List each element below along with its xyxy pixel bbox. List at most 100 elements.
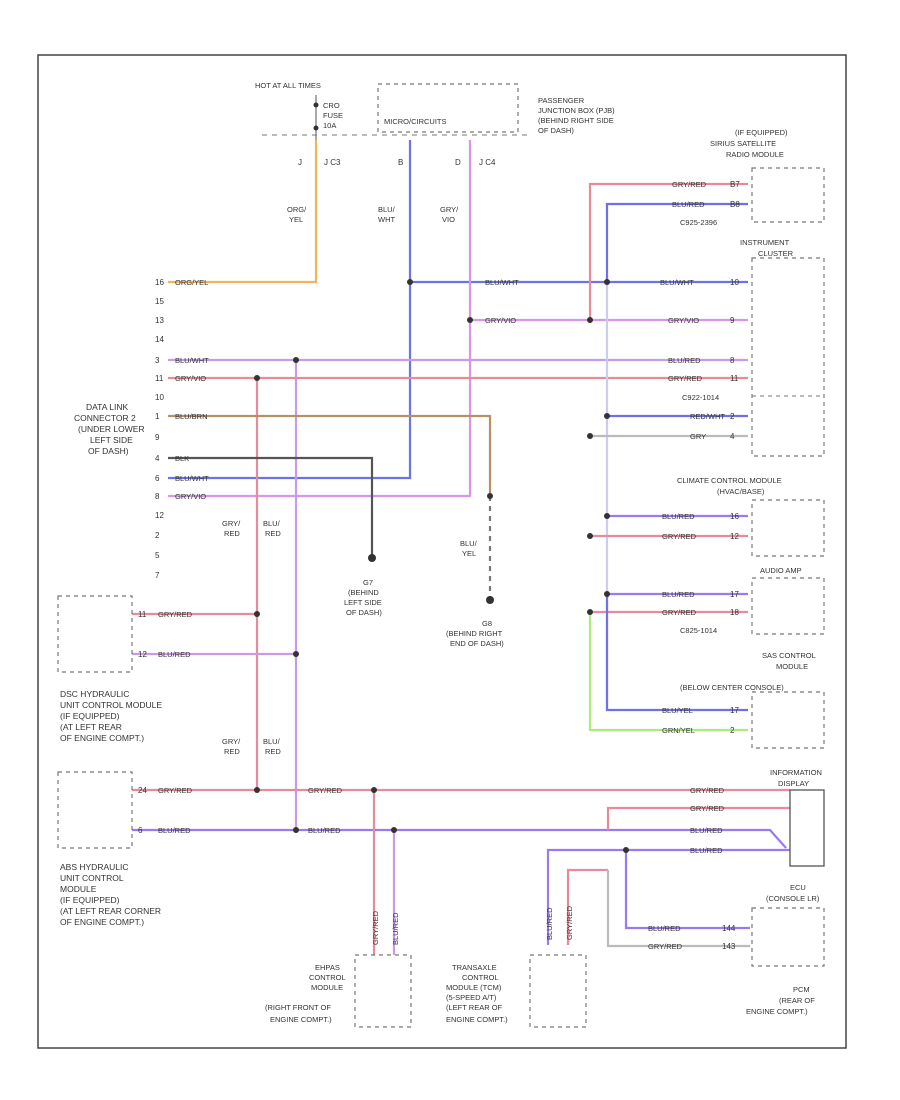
ic-pin-b: 9 (730, 316, 735, 325)
sas-label-3: (BELOW CENTER CONSOLE) (680, 683, 784, 692)
bottom-code-blu-red: BLU/RED (308, 826, 341, 835)
ic-code-a: BLU/WHT (660, 278, 694, 287)
ehpas-module-box (354, 954, 412, 1028)
fuse-label-2: FUSE (323, 111, 343, 120)
pjb-label-1: PASSENGER (538, 96, 585, 105)
ecu-label-2: (CONSOLE LR) (766, 894, 820, 903)
wire-label-org-yel-1: ORG/ (287, 205, 307, 214)
audio-amp-box (751, 577, 825, 635)
svg-text:9: 9 (155, 433, 160, 442)
ground-g8-dot (486, 596, 494, 604)
g7-label-1: G7 (363, 578, 373, 587)
sdars-label-3: RADIO MODULE (726, 150, 784, 159)
abs-label-3: MODULE (60, 884, 97, 894)
dlc-label-1: DATA LINK (86, 402, 129, 412)
sdars-connector: C925-2396 (680, 218, 717, 227)
ehpas-code-a: GRY/RED (371, 910, 380, 945)
wire-label-gry-vio-2: VIO (442, 215, 455, 224)
tcm-label-3: MODULE (TCM) (446, 983, 502, 992)
splice-points (254, 279, 629, 853)
abs-label-4: (IF EQUIPPED) (60, 895, 120, 905)
pjb-label-3: (BEHIND RIGHT SIDE (538, 116, 614, 125)
climate-control-box (751, 499, 825, 557)
dsc-label-2: UNIT CONTROL MODULE (60, 700, 162, 710)
ic-pin-f: 4 (730, 432, 735, 441)
gry-red-label-2: RED (224, 529, 240, 538)
ic-pin-a: 10 (730, 278, 739, 287)
fuse-label-1: CRO (323, 101, 340, 110)
sdars-pin-a: B7 (730, 180, 740, 189)
svg-text:11: 11 (155, 374, 164, 383)
fuse-symbol (313, 95, 319, 140)
audio-label: AUDIO AMP (760, 566, 802, 575)
info-code-d: BLU/RED (690, 846, 723, 855)
ccm-pin-a: 16 (730, 512, 739, 521)
pjb-label-2: JUNCTION BOX (PJB) (538, 106, 615, 115)
ic-code-c: BLU/RED (668, 356, 701, 365)
dsc-pin-b: 12 (138, 650, 147, 659)
pcm-label-3: ENGINE COMPT.) (746, 1007, 808, 1016)
svg-text:BLU/WHT: BLU/WHT (485, 278, 519, 287)
pjb-micro-circuits-box (377, 83, 519, 133)
svg-text:8: 8 (155, 492, 160, 501)
dlc-pin-column: 16 15 13 14 3 11 10 1 9 4 6 8 12 2 5 7 (155, 278, 164, 580)
ehpas-label-3: MODULE (311, 983, 343, 992)
pcm-code-b: GRY/RED (648, 942, 683, 951)
sas-code-b: GRN/YEL (662, 726, 695, 735)
abs-code-b: BLU/RED (158, 826, 191, 835)
wire-blu-brn (168, 414, 492, 496)
g7-label-3: LEFT SIDE (344, 598, 382, 607)
ehpas-label-2: CONTROL (309, 973, 346, 982)
ic-label-2: CLUSTER (758, 249, 794, 258)
ic-pin-d: 11 (730, 374, 739, 383)
sdars-label-2: SIRIUS SATELLITE (710, 139, 776, 148)
wire-blu-wht-pjb (168, 140, 412, 480)
abs-module-box (57, 771, 133, 849)
svg-text:15: 15 (155, 297, 164, 306)
dsc-module-box (57, 595, 133, 673)
dsc-label-4: (AT LEFT REAR (60, 722, 122, 732)
ccm-pin-b: 12 (730, 532, 739, 541)
wire-sdars-blu (605, 202, 748, 282)
ic-code-d: GRY/RED (668, 374, 703, 383)
svg-text:2: 2 (155, 531, 160, 540)
g8-label-3: END OF DASH) (450, 639, 504, 648)
blu-yel-label-2: YEL (462, 549, 476, 558)
blu-red-label-3: BLU/ (263, 737, 281, 746)
sas-label-2: MODULE (776, 662, 808, 671)
wire-gry-vio-pjb (168, 140, 472, 498)
g7-label-4: OF DASH) (346, 608, 382, 617)
wire-bottom-blu-red (132, 828, 787, 849)
wire-blk-g7 (168, 456, 374, 555)
ehpas-label-4: (RIGHT FRONT OF (265, 1003, 331, 1012)
tcm-label-6: ENGINE COMPT.) (446, 1015, 508, 1024)
tcm-module-box (529, 954, 587, 1028)
svg-text:7: 7 (155, 571, 160, 580)
svg-text:1: 1 (155, 412, 160, 421)
svg-text:BLU/WHT: BLU/WHT (175, 356, 209, 365)
wire-pcm-gry-red2 (566, 868, 608, 945)
diagram-frame (37, 54, 847, 1049)
dlc-label-2: CONNECTOR 2 (74, 413, 136, 423)
svg-text:ORG/YEL: ORG/YEL (175, 278, 208, 287)
pin-b: B (398, 158, 403, 167)
svg-text:GRY/VIO: GRY/VIO (485, 316, 516, 325)
svg-text:13: 13 (155, 316, 164, 325)
abs-pin-b: 6 (138, 826, 143, 835)
sas-label-1: SAS CONTROL (762, 651, 816, 660)
ic-pin-e: 2 (730, 412, 735, 421)
ehpas-label-1: EHPAS (315, 963, 340, 972)
blu-red-label-1: BLU/ (263, 519, 281, 528)
g8-label-2: (BEHIND RIGHT (446, 629, 503, 638)
abs-label-2: UNIT CONTROL (60, 873, 124, 883)
tcm-code-a: BLU/RED (545, 907, 554, 940)
ecu-label-1: ECU (790, 883, 806, 892)
sdars-code-a: GRY/RED (672, 180, 707, 189)
abs-code-a: GRY/RED (158, 786, 193, 795)
wire-info-blu (546, 848, 790, 945)
wire-sdars-gry-red (588, 182, 748, 320)
sdars-module-box (751, 167, 825, 223)
pcm-module-box (751, 907, 825, 967)
information-display-box (789, 789, 825, 867)
wire-sas-grn (588, 612, 748, 732)
